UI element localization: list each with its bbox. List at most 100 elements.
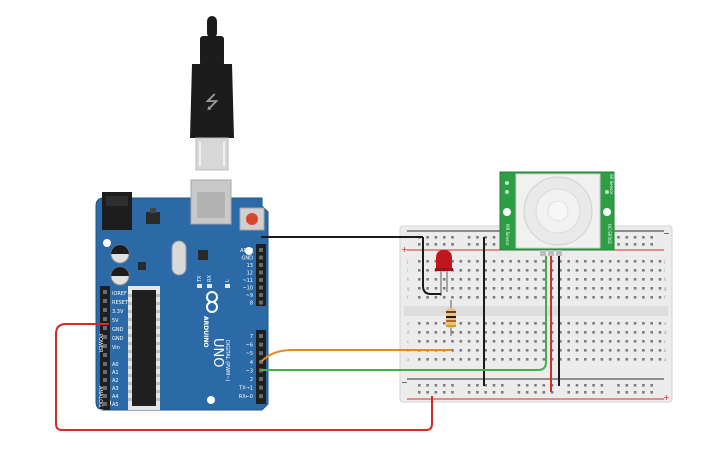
terminal-hole[interactable] xyxy=(592,296,595,299)
rail-hole[interactable] xyxy=(567,391,570,394)
header-pin[interactable] xyxy=(259,394,263,399)
terminal-hole[interactable] xyxy=(534,269,537,272)
header-pin[interactable] xyxy=(259,377,263,381)
terminal-hole[interactable] xyxy=(459,296,463,299)
terminal-hole[interactable] xyxy=(592,278,595,281)
terminal-hole[interactable] xyxy=(501,340,504,343)
terminal-hole[interactable] xyxy=(600,340,604,343)
terminal-hole[interactable] xyxy=(525,340,529,343)
terminal-hole[interactable] xyxy=(434,340,438,343)
terminal-hole[interactable] xyxy=(633,269,637,272)
terminal-hole[interactable] xyxy=(418,296,421,299)
pir-pin-out[interactable] xyxy=(548,250,554,256)
rail-hole[interactable] xyxy=(633,236,637,239)
terminal-hole[interactable] xyxy=(492,331,496,334)
terminal-hole[interactable] xyxy=(442,358,446,361)
terminal-hole[interactable] xyxy=(550,358,554,361)
terminal-hole[interactable] xyxy=(517,287,521,290)
rail-hole[interactable] xyxy=(625,384,629,387)
rail-hole[interactable] xyxy=(492,243,496,246)
rail-hole[interactable] xyxy=(426,391,429,394)
terminal-hole[interactable] xyxy=(650,340,653,343)
rail-hole[interactable] xyxy=(600,391,604,394)
terminal-hole[interactable] xyxy=(650,296,653,299)
rail-hole[interactable] xyxy=(442,243,446,246)
rail-hole[interactable] xyxy=(617,236,620,239)
terminal-hole[interactable] xyxy=(567,358,570,361)
terminal-hole[interactable] xyxy=(509,296,512,299)
terminal-hole[interactable] xyxy=(642,322,645,325)
rail-hole[interactable] xyxy=(467,384,471,387)
terminal-hole[interactable] xyxy=(434,358,438,361)
rail-hole[interactable] xyxy=(650,243,653,246)
terminal-hole[interactable] xyxy=(608,278,612,281)
terminal-hole[interactable] xyxy=(592,340,595,343)
rail-hole[interactable] xyxy=(525,391,529,394)
terminal-hole[interactable] xyxy=(550,296,554,299)
terminal-hole[interactable] xyxy=(501,322,504,325)
terminal-hole[interactable] xyxy=(575,287,579,290)
terminal-hole[interactable] xyxy=(633,260,637,263)
rail-hole[interactable] xyxy=(617,384,620,387)
terminal-hole[interactable] xyxy=(451,358,454,361)
terminal-hole[interactable] xyxy=(617,287,620,290)
terminal-hole[interactable] xyxy=(542,296,546,299)
rail-hole[interactable] xyxy=(434,391,438,394)
terminal-hole[interactable] xyxy=(575,296,579,299)
terminal-hole[interactable] xyxy=(442,296,446,299)
terminal-hole[interactable] xyxy=(608,358,612,361)
terminal-hole[interactable] xyxy=(600,296,604,299)
terminal-hole[interactable] xyxy=(542,349,546,352)
terminal-hole[interactable] xyxy=(418,278,421,281)
terminal-hole[interactable] xyxy=(567,331,570,334)
terminal-hole[interactable] xyxy=(600,260,604,263)
rail-hole[interactable] xyxy=(484,243,487,246)
rail-hole[interactable] xyxy=(434,384,438,387)
terminal-hole[interactable] xyxy=(467,358,471,361)
terminal-hole[interactable] xyxy=(650,358,653,361)
terminal-hole[interactable] xyxy=(625,296,629,299)
header-pin[interactable] xyxy=(259,255,263,260)
terminal-hole[interactable] xyxy=(550,269,554,272)
terminal-hole[interactable] xyxy=(492,278,496,281)
terminal-hole[interactable] xyxy=(600,322,604,325)
rail-hole[interactable] xyxy=(642,243,645,246)
terminal-hole[interactable] xyxy=(658,296,662,299)
rail-hole[interactable] xyxy=(584,391,587,394)
terminal-hole[interactable] xyxy=(509,349,512,352)
terminal-hole[interactable] xyxy=(426,260,429,263)
terminal-hole[interactable] xyxy=(625,269,629,272)
header-pin[interactable] xyxy=(259,263,263,267)
terminal-hole[interactable] xyxy=(559,287,562,290)
terminal-hole[interactable] xyxy=(534,340,537,343)
rail-hole[interactable] xyxy=(476,384,479,387)
terminal-hole[interactable] xyxy=(617,358,620,361)
rail-hole[interactable] xyxy=(476,391,479,394)
terminal-hole[interactable] xyxy=(650,322,653,325)
rail-hole[interactable] xyxy=(567,384,570,387)
terminal-hole[interactable] xyxy=(658,278,662,281)
terminal-hole[interactable] xyxy=(575,340,579,343)
terminal-hole[interactable] xyxy=(451,331,454,334)
terminal-hole[interactable] xyxy=(542,322,546,325)
terminal-hole[interactable] xyxy=(467,260,471,263)
terminal-hole[interactable] xyxy=(550,287,554,290)
terminal-hole[interactable] xyxy=(451,278,454,281)
terminal-hole[interactable] xyxy=(525,296,529,299)
terminal-hole[interactable] xyxy=(484,260,487,263)
rail-hole[interactable] xyxy=(451,384,454,387)
terminal-hole[interactable] xyxy=(559,278,562,281)
header-pin[interactable] xyxy=(103,386,107,390)
terminal-hole[interactable] xyxy=(426,358,429,361)
terminal-hole[interactable] xyxy=(418,340,421,343)
terminal-hole[interactable] xyxy=(658,269,662,272)
terminal-hole[interactable] xyxy=(625,278,629,281)
terminal-hole[interactable] xyxy=(517,358,521,361)
terminal-hole[interactable] xyxy=(617,278,620,281)
terminal-hole[interactable] xyxy=(567,349,570,352)
terminal-hole[interactable] xyxy=(492,340,496,343)
terminal-hole[interactable] xyxy=(642,287,645,290)
terminal-hole[interactable] xyxy=(434,322,438,325)
header-pin[interactable] xyxy=(259,293,263,297)
terminal-hole[interactable] xyxy=(534,358,537,361)
